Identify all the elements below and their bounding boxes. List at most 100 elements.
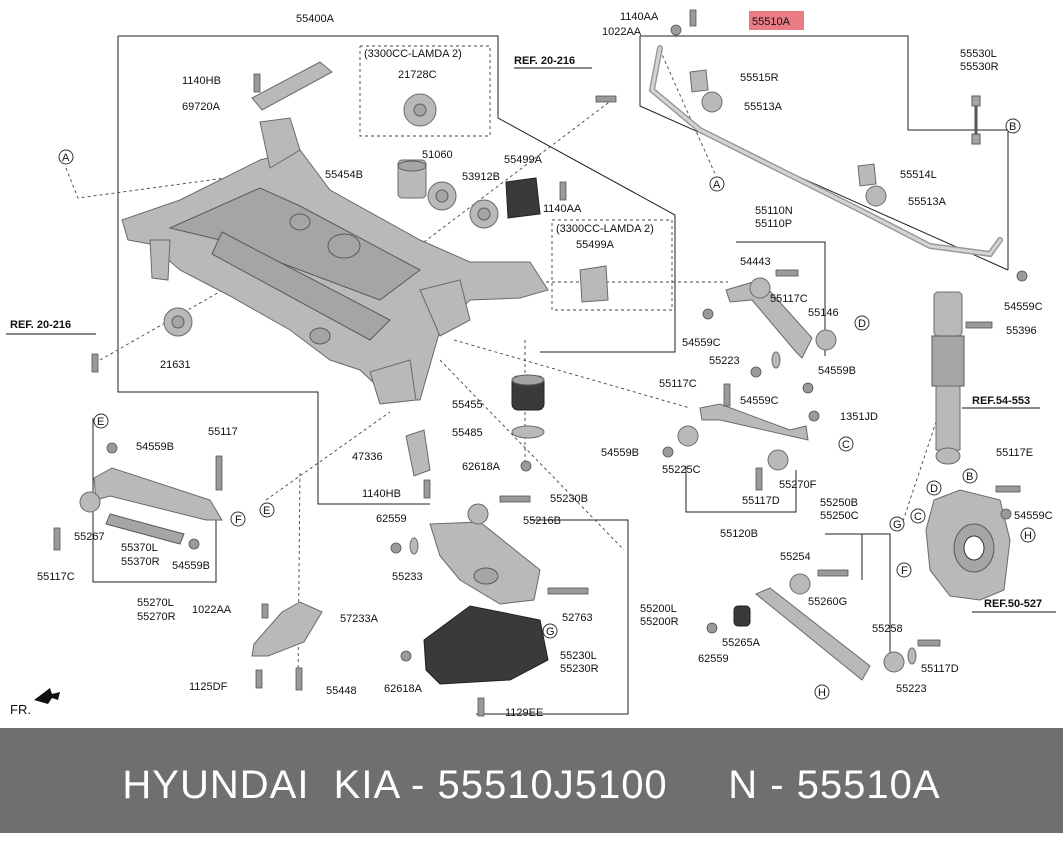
circle-letter: E [93, 413, 109, 429]
nut-62618A [520, 460, 532, 472]
leader-ref-top [423, 99, 613, 243]
nut-54559C-upper [702, 308, 714, 320]
leader-G [439, 359, 625, 551]
part-label: 69720A [182, 101, 221, 113]
part-label: 1022AA [602, 26, 642, 38]
part-label: 55400A [296, 13, 335, 25]
svg-text:C: C [914, 511, 922, 523]
part-label: 54559C [1004, 301, 1043, 313]
bolt-ref-top [595, 95, 617, 103]
nut-54559B-trailing-a [106, 442, 118, 454]
part-label: 54559B [818, 365, 856, 377]
bracket-57233A [251, 601, 323, 657]
lamda-box-top [359, 45, 491, 137]
leader-A-right [659, 49, 717, 177]
part-label: 55117E [996, 447, 1033, 459]
bolt-1125DF [255, 669, 263, 689]
circle-letter: G [542, 623, 558, 639]
bolt-55230B [499, 495, 531, 503]
part-label: 55223 [709, 355, 740, 367]
part-label: 52763 [562, 612, 593, 624]
washer-55223-lower [907, 647, 917, 665]
part-label: 55270L [137, 597, 174, 609]
bolt-ref-left [91, 353, 99, 373]
bolt-55448 [295, 667, 303, 691]
svg-text:E: E [97, 416, 104, 428]
lamda-top-part: 21728C [398, 69, 437, 81]
circle-letter: E [259, 502, 275, 518]
part-label: 55270F [779, 479, 817, 491]
part-label: 55260G [808, 596, 847, 608]
part-label: 54559C [1014, 510, 1053, 522]
part-label: 55370L [121, 542, 158, 554]
nut-62559-lca [390, 542, 402, 554]
bushing-55454B [469, 199, 499, 229]
bushing-55216B [467, 503, 489, 525]
part-label: 51060 [422, 149, 453, 161]
nut-54559C-mid [750, 366, 762, 378]
circle-letter: G [889, 516, 905, 532]
part-label: 1140HB [182, 75, 221, 87]
nut-54559B-upper [802, 382, 814, 394]
part-label: 55270R [137, 611, 176, 623]
part-label: 54559B [601, 447, 639, 459]
bolt-55117D-lower [917, 639, 941, 647]
part-label: 55254 [780, 551, 811, 563]
lamda-mid-title: (3300CC-LAMDA 2) [556, 223, 654, 235]
svg-text:F: F [901, 565, 908, 577]
bracket-69720A [251, 61, 333, 111]
part-label: 55223 [896, 683, 927, 695]
svg-text:D: D [858, 318, 866, 330]
part-label: 55515R [740, 72, 779, 84]
part-label: 55230L [560, 650, 597, 662]
bushing-55267 [79, 491, 101, 513]
part-label: 54559B [136, 441, 174, 453]
bracket-55515R [689, 69, 709, 93]
part-label: 55396 [1006, 325, 1037, 337]
lamda-mid-part: 55499A [576, 239, 615, 251]
circle-letter: B [962, 468, 978, 484]
circle-letter: B [1005, 118, 1021, 134]
part-label: 1140AA [620, 11, 659, 23]
stabilizer-bracket-right [775, 35, 1009, 270]
part-label: 55250B [820, 497, 858, 509]
bolt-52763 [547, 587, 589, 595]
circle-letter: F [896, 562, 912, 578]
bushing-55254 [789, 573, 811, 595]
part-label: 55117C [770, 293, 808, 305]
part-label: 55448 [326, 685, 357, 697]
svg-text:C: C [842, 439, 850, 451]
part-label: 55514L [900, 169, 937, 181]
circle-letter: C [910, 508, 926, 524]
part-label: 53912B [462, 171, 500, 183]
circle-letter: D [854, 315, 870, 331]
nut-1351JD [808, 410, 820, 422]
svg-text:B: B [966, 471, 973, 483]
stabilizer-bar-55510A [648, 45, 1003, 258]
nut-54559C-knuckle [1000, 508, 1012, 520]
part-label: 1351JD [840, 411, 878, 423]
part-label: 55233 [392, 571, 423, 583]
washer-55233 [409, 537, 419, 555]
bushing-55513A-a [701, 91, 723, 113]
part-label: 55454B [325, 169, 363, 181]
part-label: 55216B [523, 515, 561, 527]
washer-55223-upper [771, 351, 781, 369]
part-label: 55530R [960, 61, 999, 73]
svg-text:E: E [263, 505, 270, 517]
part-label: 54559C [740, 395, 779, 407]
part-label: 1125DF [189, 681, 228, 693]
bushing-55146 [815, 329, 837, 351]
part-label: 55110P [755, 218, 792, 230]
bolt-1129EE [477, 697, 485, 717]
bushing-21631 [163, 307, 193, 337]
bolt-55117D-assist [755, 467, 763, 491]
front-arrow-icon [34, 688, 60, 704]
bracket-55514L [857, 163, 877, 187]
washer-55485 [511, 425, 545, 439]
leader-55448 [297, 469, 301, 681]
cam-55265A [733, 605, 751, 627]
leader-assist [453, 339, 691, 409]
bolt-55117C-trailing [53, 527, 61, 551]
part-label: 62559 [376, 513, 407, 525]
